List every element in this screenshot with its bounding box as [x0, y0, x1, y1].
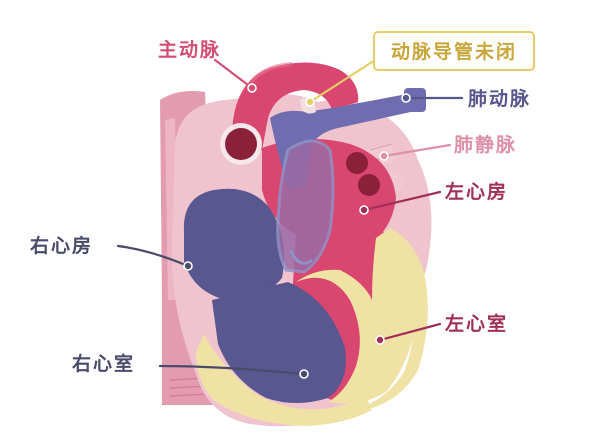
left-atrium-label: 左心房 — [445, 180, 508, 203]
ductus-pin — [305, 97, 315, 107]
aorta-pin — [247, 83, 257, 93]
ductus-leader — [308, 60, 374, 104]
pulmonary-artery-pin — [401, 93, 411, 103]
aorta-leader — [213, 58, 254, 90]
pulmonary-vein-pin — [379, 151, 389, 161]
left-atrium-leader — [362, 190, 442, 212]
ascending-aorta — [276, 139, 335, 274]
septum — [296, 236, 417, 404]
ductus-label: 动脉导管未闭 — [391, 40, 517, 63]
right-atrium-pin — [183, 261, 193, 271]
aorta-label: 主动脉 — [158, 38, 221, 61]
vena-cava-opening — [225, 128, 257, 160]
left-ventricle-pin — [375, 335, 385, 345]
right-atrium-label: 右心房 — [29, 234, 93, 257]
pulmonary-vein-opening — [358, 174, 380, 196]
left-ventricle-leader — [378, 322, 442, 342]
right-ventricle-pin — [299, 369, 309, 379]
right-ventricle-label: 右心室 — [71, 352, 135, 375]
pulmonary-vein-opening — [346, 152, 368, 174]
right-atrium-leader — [116, 244, 190, 268]
pulmonary-vein-leader — [382, 143, 452, 158]
aorta — [232, 62, 359, 153]
left-ventricle-label: 左心室 — [445, 312, 508, 335]
septum-lower — [196, 334, 372, 426]
pulmonary-artery-label: 肺动脉 — [468, 87, 531, 110]
right-ventricle — [212, 282, 346, 403]
right-atrium — [183, 188, 285, 301]
pulmonary-vein-label: 肺静脉 — [454, 133, 517, 156]
left-atrium-pin — [359, 205, 369, 215]
right-ventricle-leader — [158, 364, 306, 376]
ductus-label-box — [373, 31, 535, 71]
